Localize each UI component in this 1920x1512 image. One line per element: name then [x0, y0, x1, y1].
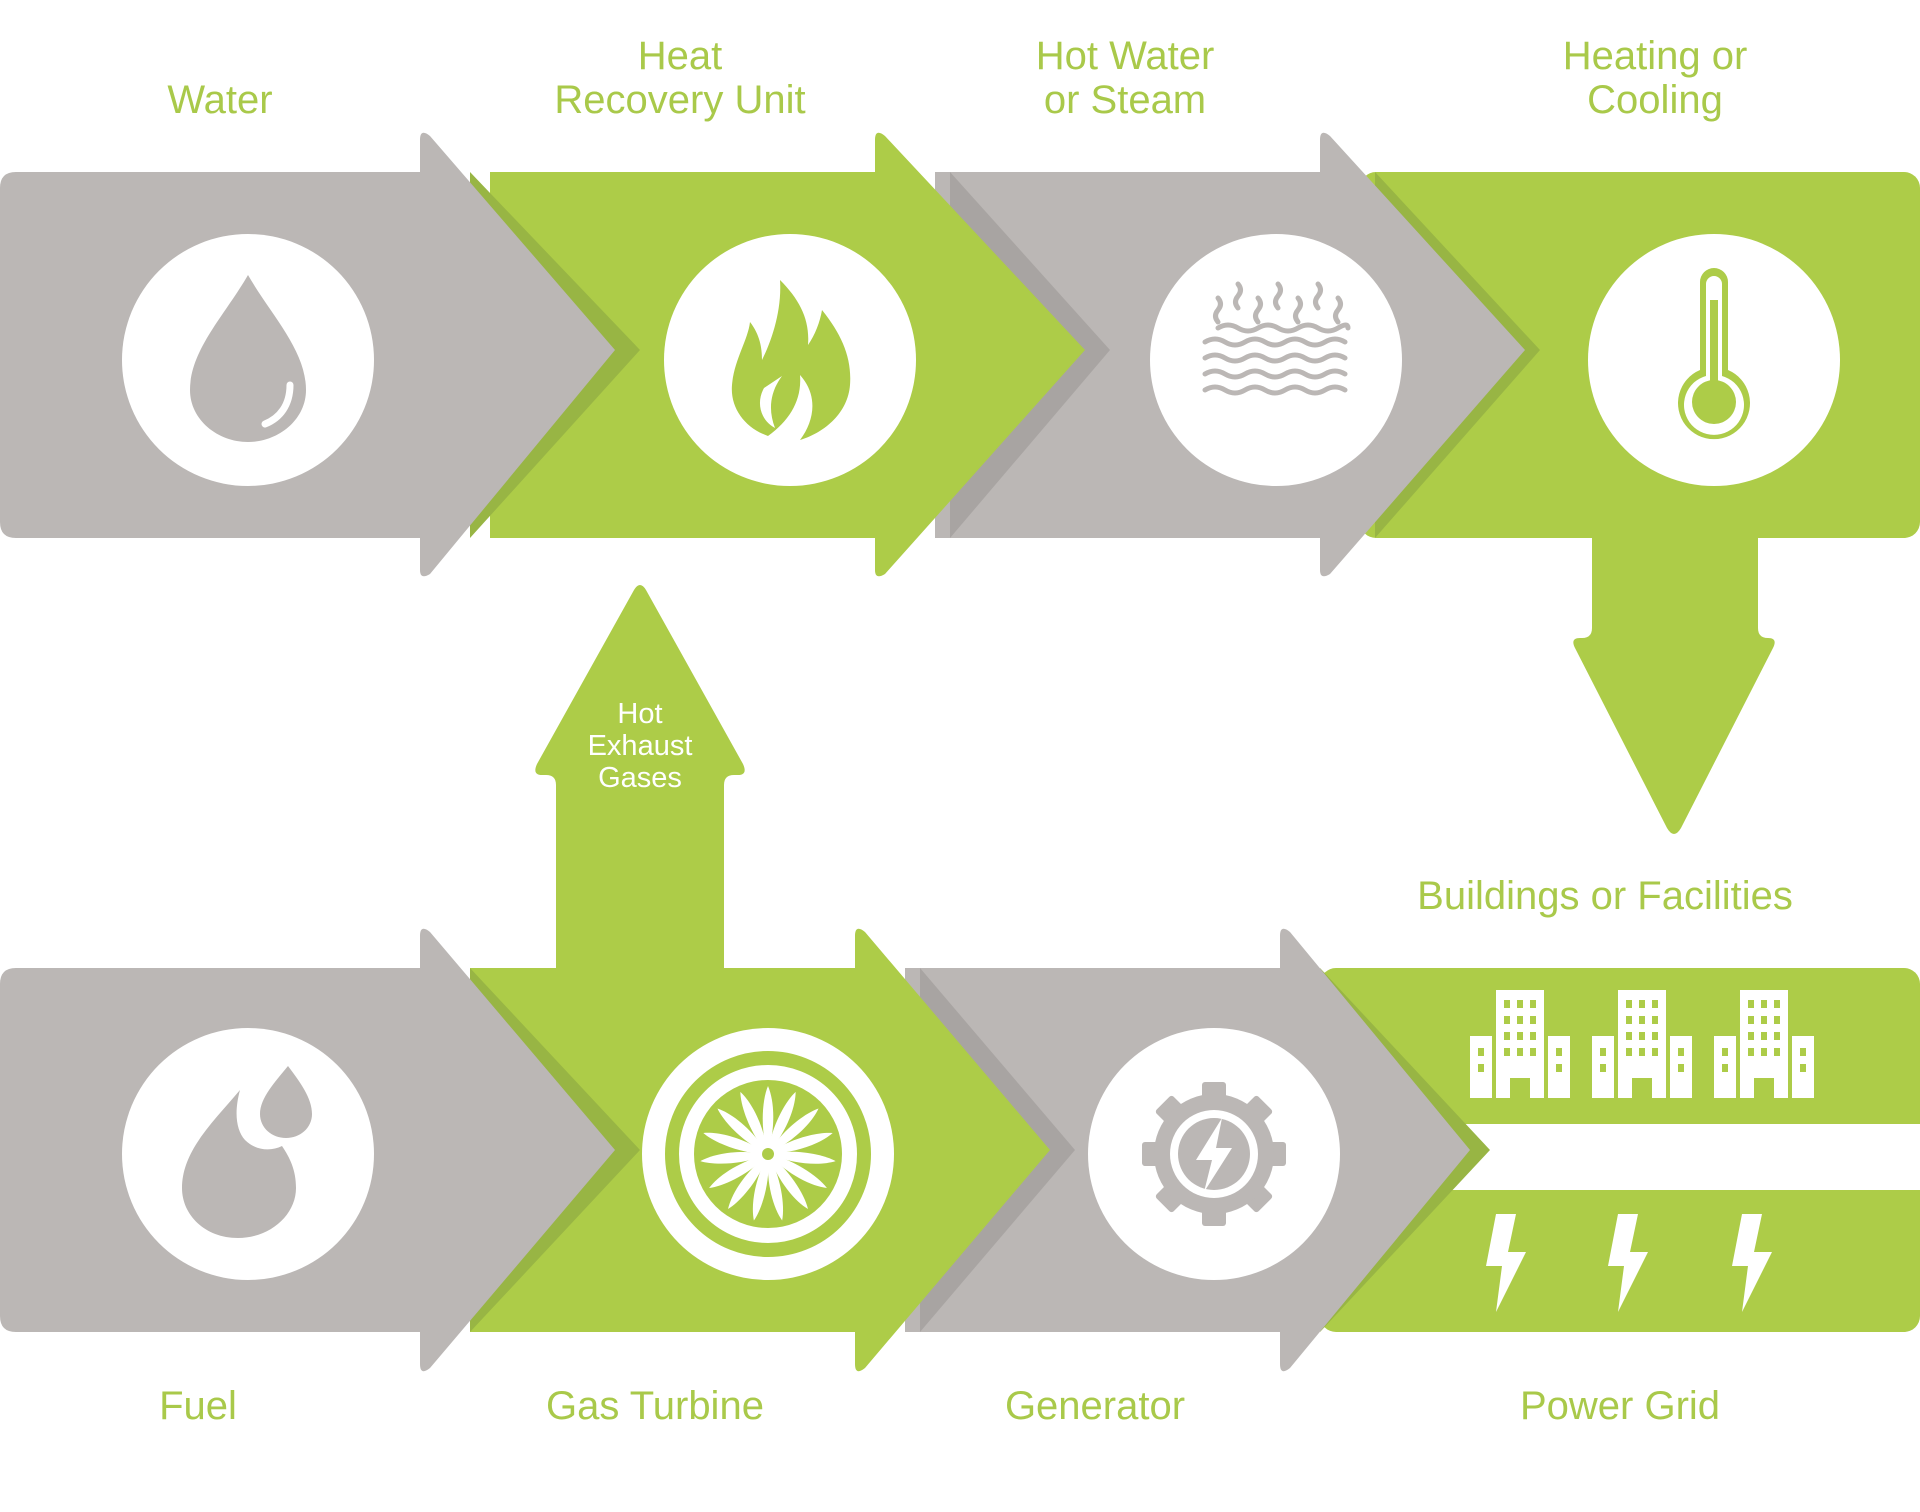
up-arrow-hot-exhaust — [535, 585, 745, 970]
water-drop-icon — [190, 275, 306, 442]
fuel-drops-icon — [182, 1066, 312, 1238]
label-hot-water-steam: Hot Water or Steam — [1035, 34, 1215, 122]
label-generator: Generator — [1004, 1384, 1186, 1428]
label-buildings-facilities: Buildings or Facilities — [1417, 874, 1793, 918]
label-hot-exhaust-gases: Hot Exhaust Gases — [587, 698, 693, 794]
grid-divider-band — [1440, 1124, 1920, 1190]
lightning-bolts-icon — [1486, 1214, 1772, 1312]
label-heating-cooling: Heating or Cooling — [1562, 34, 1748, 122]
down-arrow-buildings — [1573, 520, 1775, 834]
label-heat-recovery-unit: Heat Recovery Unit — [554, 34, 806, 122]
label-water: Water — [167, 78, 273, 122]
label-fuel: Fuel — [159, 1384, 237, 1428]
label-power-grid: Power Grid — [1519, 1384, 1721, 1428]
generator-gear-icon — [1142, 1082, 1286, 1226]
buildings-icon — [1470, 990, 1814, 1098]
label-gas-turbine: Gas Turbine — [546, 1384, 764, 1428]
thermometer-icon — [1678, 268, 1750, 440]
steam-waves-icon — [1202, 281, 1351, 396]
turbine-icon — [665, 1051, 871, 1257]
flame-icon — [731, 280, 851, 440]
